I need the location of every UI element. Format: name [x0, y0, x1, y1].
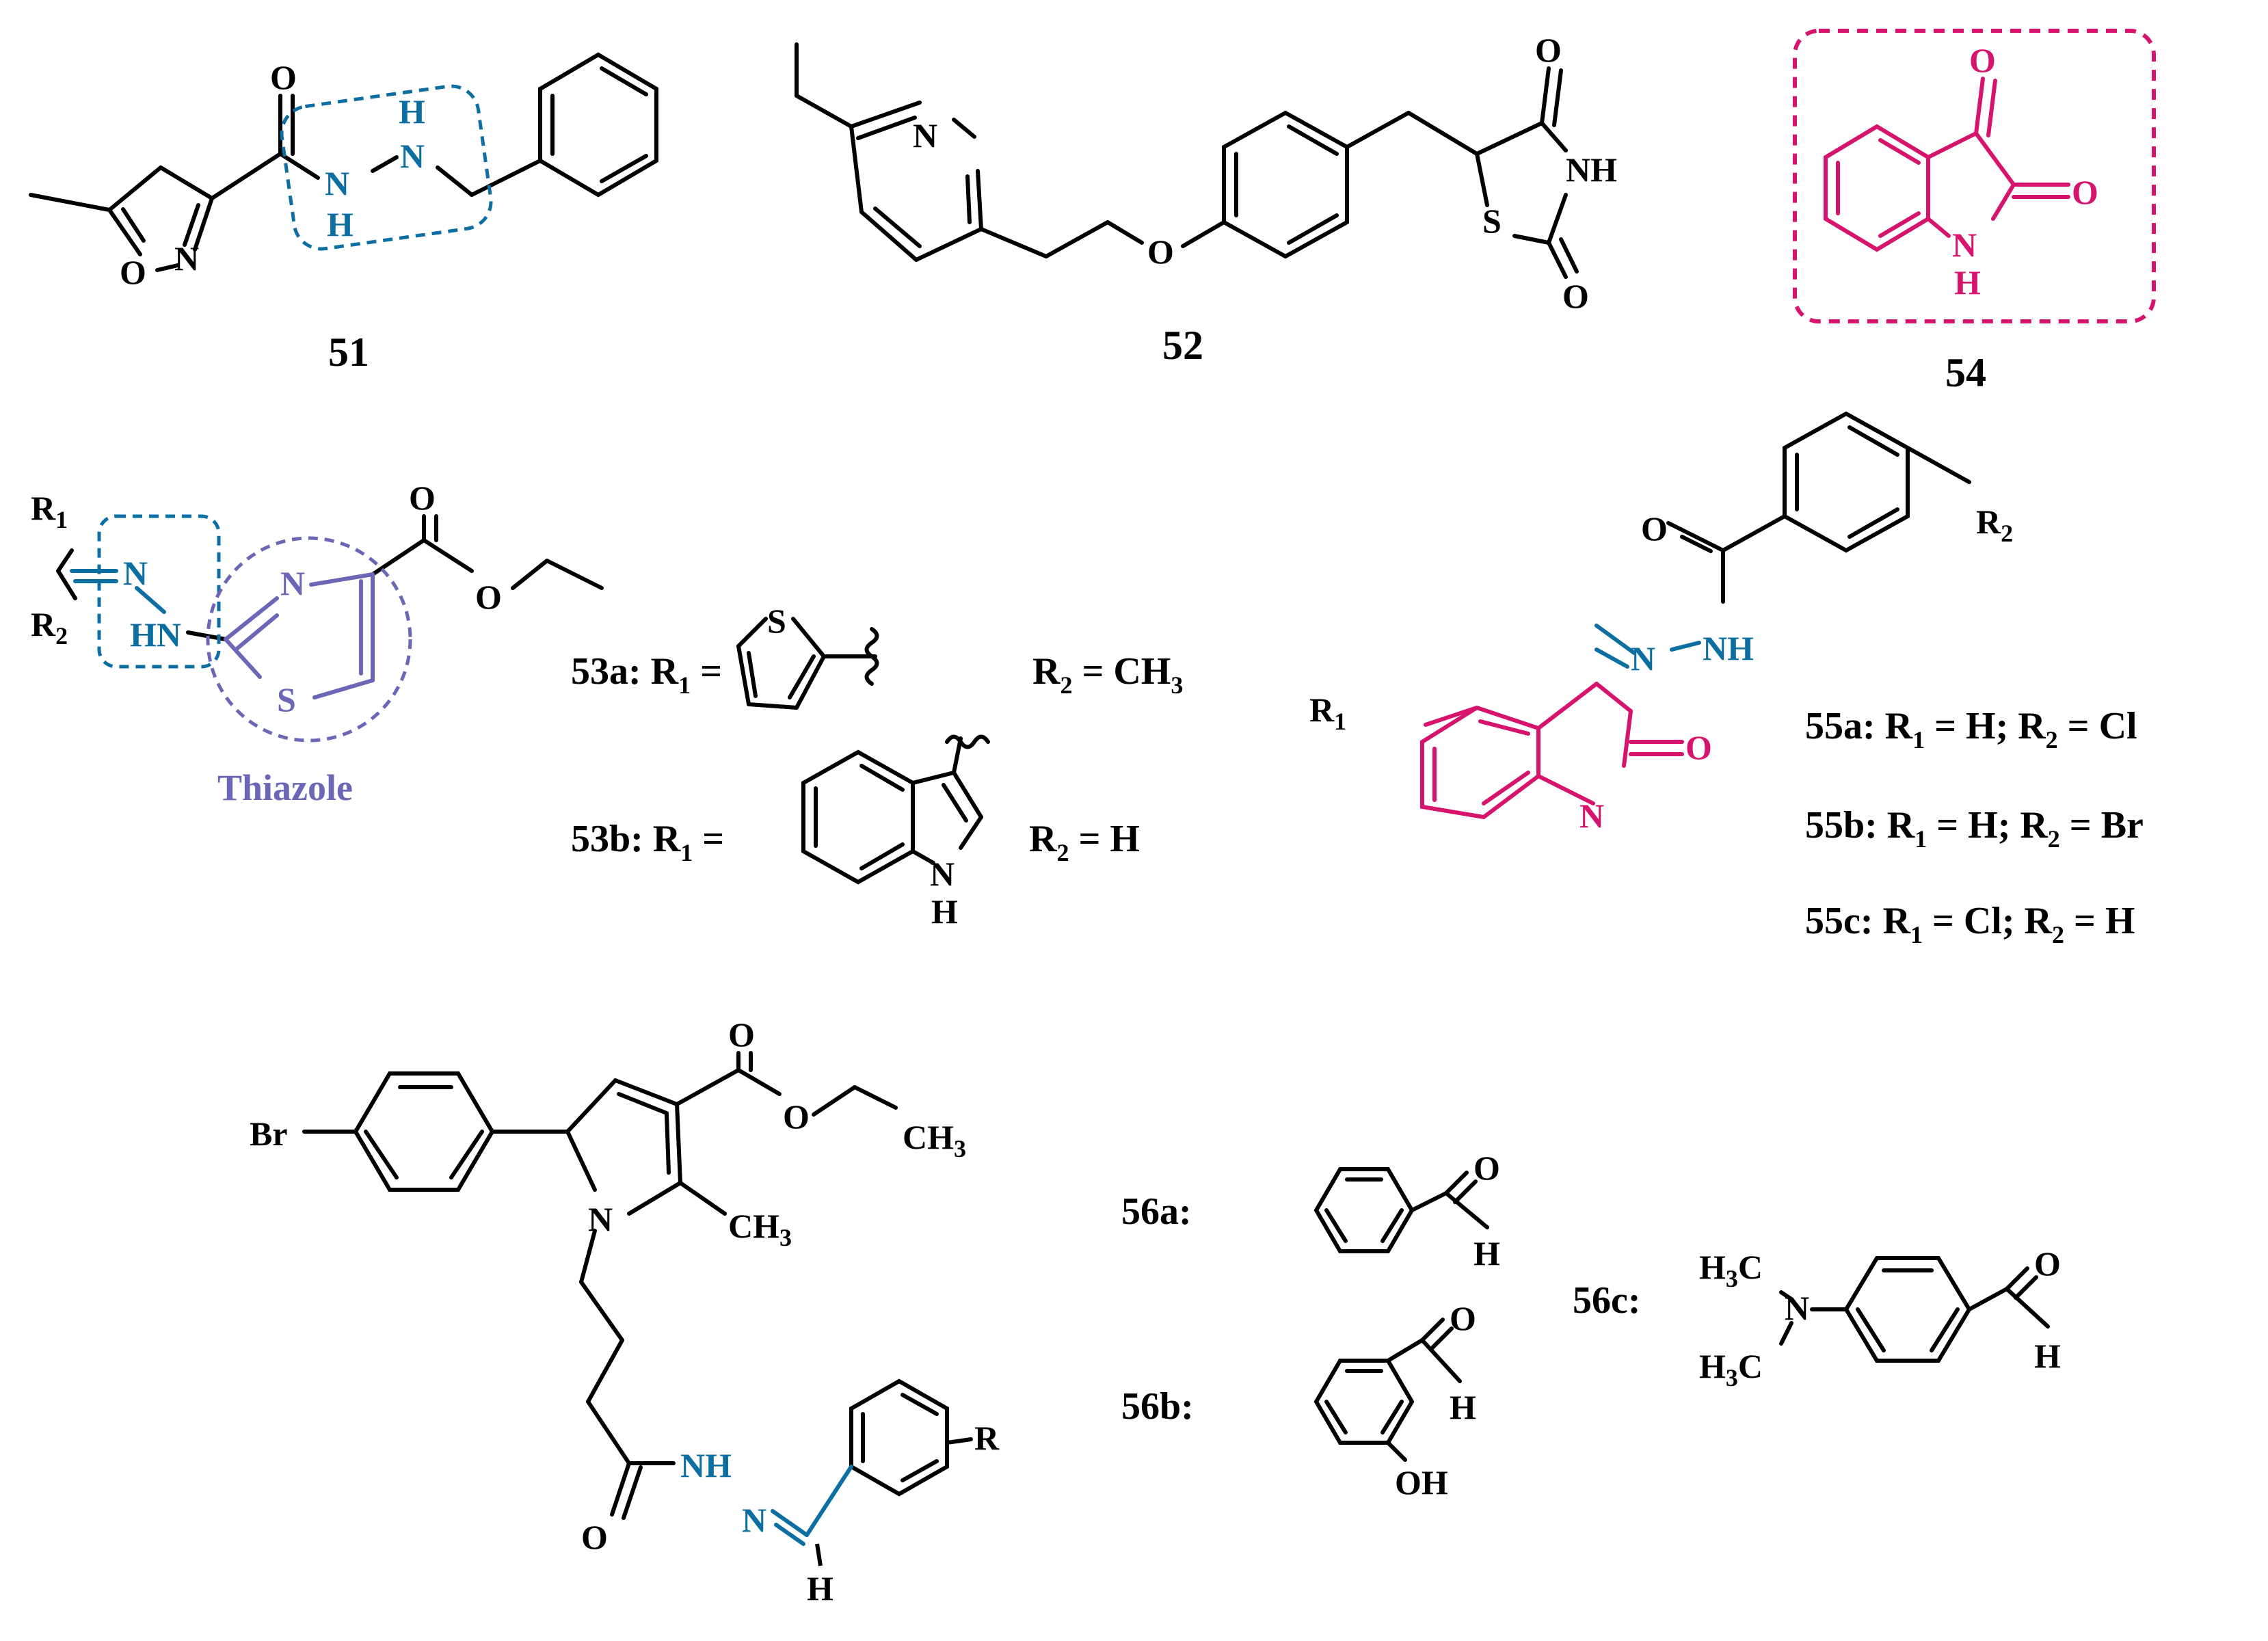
atom-label: O — [1473, 1149, 1500, 1187]
atom-label: O — [1450, 1299, 1476, 1337]
compound-52 — [795, 42, 1579, 279]
atom-label: H3C — [1699, 1347, 1763, 1391]
atom-label: O — [1969, 41, 1996, 79]
compound-number-54: 54 — [1945, 350, 1986, 395]
atom-label: O — [728, 1015, 755, 1054]
salicylaldehyde-56b — [1313, 1318, 1462, 1462]
variant-label-56b: 56b: — [1121, 1385, 1194, 1428]
thiazole-ring — [224, 572, 375, 699]
compound-number-52: 52 — [1162, 323, 1203, 368]
atom-label: Br — [250, 1115, 288, 1153]
indole-substituent — [801, 734, 990, 885]
benzaldehyde-56a — [1313, 1167, 1489, 1253]
variant-label-56c: 56c: — [1573, 1279, 1641, 1322]
isatin-highlight-box — [1793, 29, 2156, 323]
atom-label: H3C — [1699, 1248, 1763, 1292]
atom-label: NH — [680, 1446, 732, 1484]
variant-label-55c: 55c: R1 = Cl; R2 = H — [1805, 900, 2135, 948]
atom-label: N — [1631, 639, 1655, 678]
isatin-core-55 — [1420, 682, 1684, 820]
hydrazide-highlight-51 — [280, 84, 493, 251]
atom-label: N — [742, 1501, 766, 1539]
atom-label: R2 — [1976, 503, 2013, 547]
atom-label: O — [475, 578, 502, 616]
atom-label: O — [1562, 277, 1589, 315]
atom-label: O — [1641, 509, 1668, 548]
thiazole-highlight-circle — [206, 536, 412, 743]
atom-label: R — [974, 1419, 1000, 1457]
dimethylaminobenzaldehyde-56c — [1779, 1256, 2050, 1363]
atom-label: O — [2072, 173, 2098, 211]
atom-label: O — [783, 1097, 810, 1136]
compound-53 — [56, 514, 604, 641]
atom-label: HN — [130, 615, 181, 654]
atom-label: NH — [1566, 150, 1617, 189]
variant-label-55b: 55b: R1 = H; R2 = Br — [1805, 804, 2144, 853]
atom-label: H — [399, 92, 425, 131]
atom-label: O — [2034, 1244, 2061, 1283]
atom-label: N — [400, 137, 425, 175]
atom-label: O — [581, 1518, 608, 1556]
compound-55 — [1666, 411, 1971, 604]
atom-label: O — [270, 58, 297, 96]
thiophene-substituent — [736, 617, 879, 710]
atom-label: H — [807, 1569, 833, 1607]
compound-number-51: 51 — [328, 330, 369, 375]
atom-label: H — [327, 205, 353, 243]
atom-label: N — [280, 564, 305, 602]
atom-label: O — [409, 479, 436, 517]
variant-label-55a: 55a: R1 = H; R2 = Cl — [1805, 705, 2137, 753]
atom-label: O — [120, 253, 146, 291]
atom-label: H — [931, 892, 958, 931]
atom-label: R1 — [1309, 691, 1346, 735]
atom-label: N — [1952, 226, 1977, 264]
atom-label: CH3 — [903, 1118, 966, 1162]
atom-label: S — [767, 602, 786, 640]
atom-label: O — [1535, 31, 1562, 69]
atom-label: N — [913, 116, 937, 155]
atom-label: H — [1473, 1234, 1500, 1272]
atom-label: R1 — [31, 489, 68, 533]
atom-label: CH3 — [728, 1207, 792, 1251]
atom-label: O — [1685, 728, 1712, 766]
atom-label: N — [1579, 797, 1604, 835]
variant-r2-53a: R2 = CH3 — [1032, 650, 1183, 699]
compound-56 — [302, 1051, 973, 1520]
thiazole-label: Thiazole — [217, 767, 353, 808]
variant-label-53a: 53a: R1 = — [571, 650, 722, 699]
atom-label: NH — [1703, 629, 1754, 667]
compound-51 — [29, 52, 658, 272]
atom-label: S — [277, 680, 296, 719]
atom-label: H — [1450, 1388, 1476, 1426]
atom-label: H — [2034, 1337, 2061, 1375]
atom-label: O — [1147, 232, 1174, 271]
atom-label: N — [930, 855, 955, 893]
atom-label: N — [588, 1200, 613, 1238]
variant-label-53b: 53b: R1 = — [571, 818, 724, 866]
atom-label: N — [174, 239, 199, 278]
atom-label: N — [325, 164, 349, 202]
atom-label: OH — [1395, 1463, 1448, 1502]
atom-label: N — [123, 554, 148, 592]
atom-label: R2 — [31, 605, 68, 650]
atom-label: S — [1482, 202, 1502, 240]
variant-r2-53b: R2 = H — [1029, 818, 1140, 866]
compound-54 — [1824, 77, 2070, 252]
variant-label-56a: 56a: — [1121, 1190, 1192, 1233]
atom-label: H — [1954, 263, 1981, 302]
